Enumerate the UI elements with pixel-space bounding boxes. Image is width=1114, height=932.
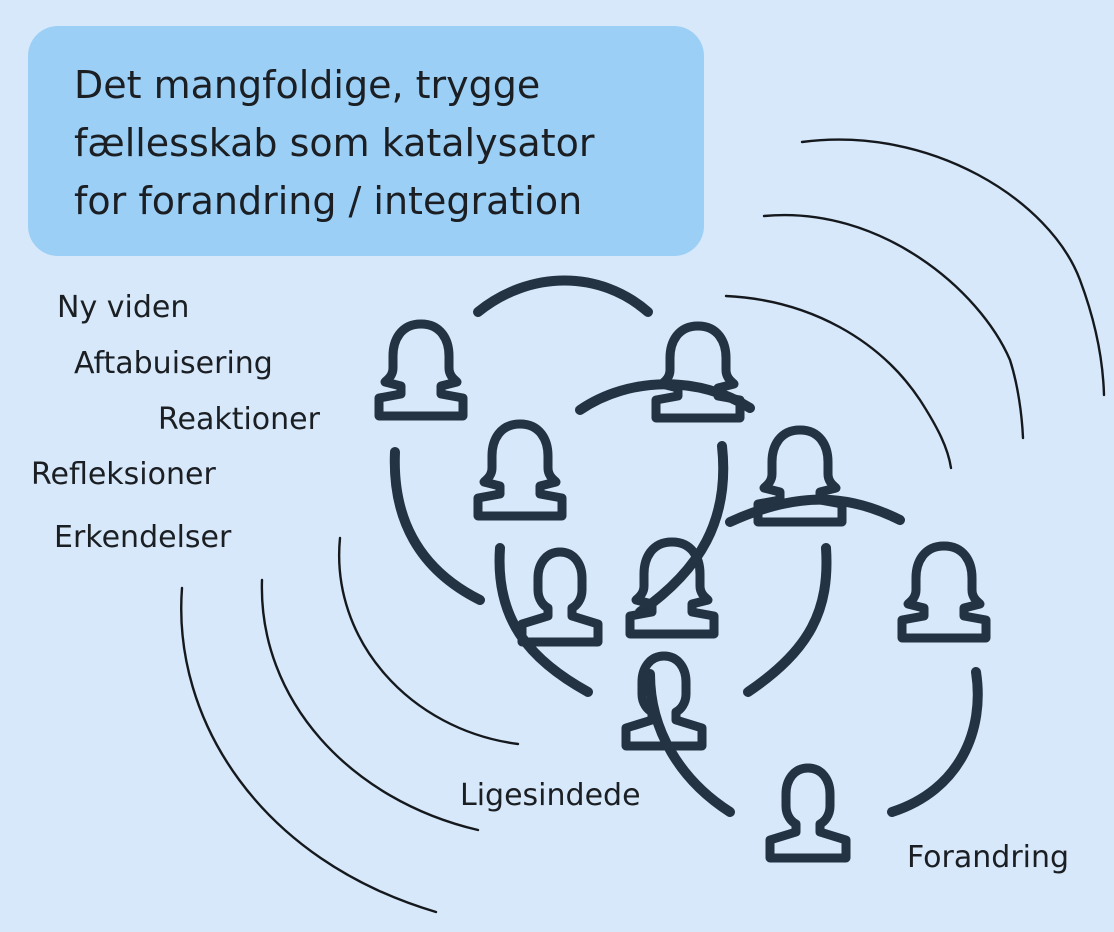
label-refleksioner: Refleksioner — [31, 457, 216, 492]
arc-bl-3 — [180, 586, 438, 914]
label-aftabuisering: Aftabuisering — [74, 346, 273, 381]
arc-right-mid — [743, 543, 832, 697]
arc-center-diag — [635, 441, 729, 617]
person-female-icon — [379, 324, 463, 416]
arc-bottom-right — [887, 667, 983, 817]
person-female-icon — [478, 424, 562, 516]
signal-arcs-top-right — [724, 138, 1106, 470]
arc-left-outer — [389, 447, 485, 605]
label-reaktioner: Reaktioner — [158, 402, 320, 437]
arc-bl-1 — [337, 536, 520, 746]
person-female-icon — [902, 546, 986, 638]
person-female-icon — [656, 326, 740, 418]
title-line-1: Det mangfoldige, trygge — [74, 63, 541, 107]
arc-tr-1 — [800, 138, 1106, 397]
label-ligesindede: Ligesindede — [460, 778, 641, 813]
title-line-3: for forandring / integration — [74, 179, 583, 223]
arc-bottom-left — [645, 669, 735, 817]
label-ny-viden: Ny viden — [57, 290, 190, 325]
person-male-icon — [770, 768, 846, 858]
arc-tr-3 — [724, 294, 953, 470]
person-male-icon — [522, 552, 598, 642]
arc-top — [473, 275, 653, 317]
label-erkendelser: Erkendelser — [54, 520, 232, 555]
arc-tr-2 — [762, 213, 1025, 440]
signal-arcs-bottom-left — [180, 536, 520, 914]
title-line-2: fællesskab som katalysator — [74, 121, 595, 165]
label-forandring: Forandring — [907, 840, 1070, 875]
arc-bl-2 — [260, 578, 480, 832]
title-box: Det mangfoldige, trygge fællesskab som k… — [28, 26, 704, 256]
